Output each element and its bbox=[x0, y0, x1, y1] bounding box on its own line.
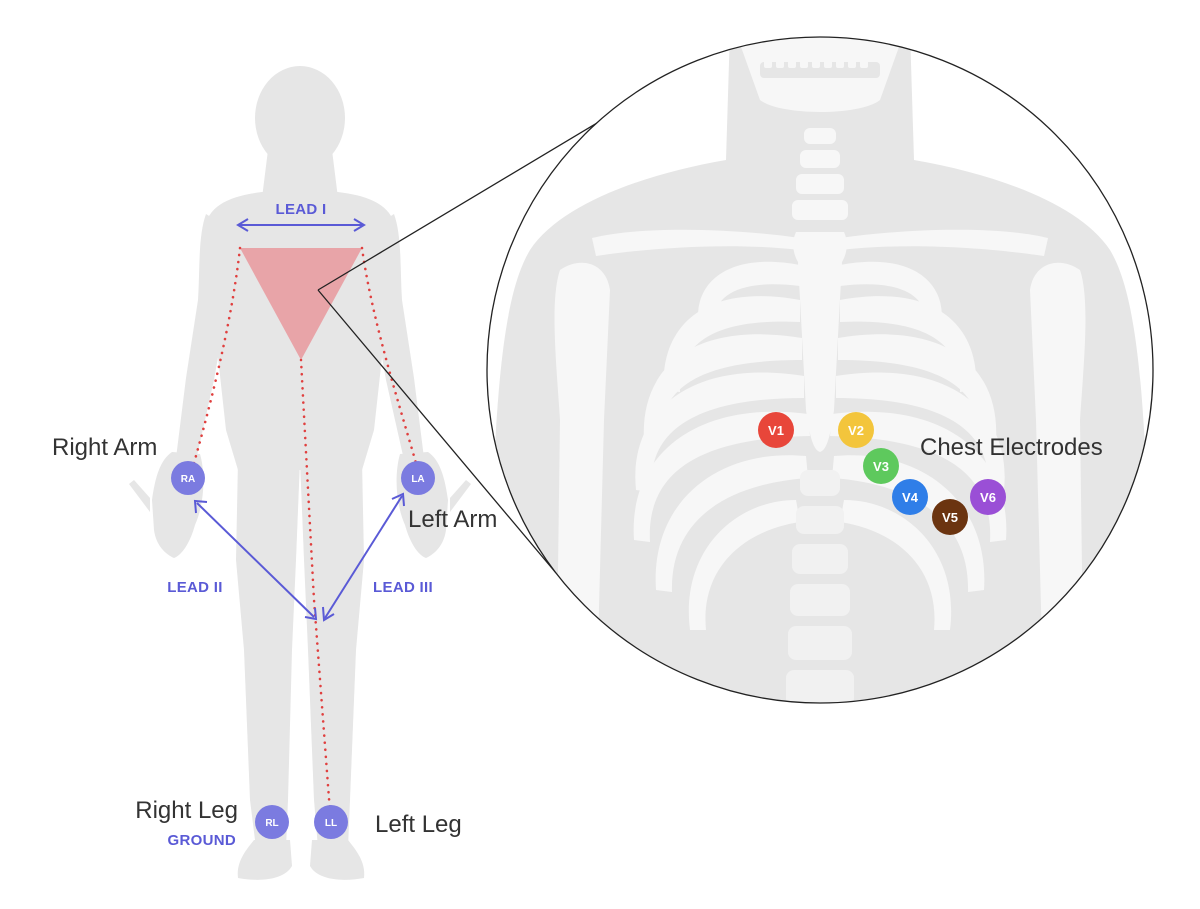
electrode-rl-dot bbox=[255, 805, 289, 839]
lead-2-arrow bbox=[196, 502, 315, 618]
neck-shape bbox=[262, 150, 338, 198]
electrode-ra-dot bbox=[171, 461, 205, 495]
dotted-line-left-leg bbox=[299, 358, 332, 814]
lead-2-label: LEAD II bbox=[167, 579, 222, 596]
lead-1-arrowhead-left bbox=[236, 218, 249, 232]
zoom-line-bottom bbox=[317, 289, 557, 574]
chest-electrodes: V1 V2 V3 V4 V5 V6 bbox=[758, 412, 1006, 535]
electrode-v6: V6 bbox=[970, 479, 1006, 515]
right-foot-shape bbox=[237, 840, 292, 880]
left-ribs bbox=[830, 261, 1007, 630]
ground-label: GROUND bbox=[168, 832, 236, 849]
right-clavicle bbox=[592, 229, 800, 256]
right-humerus bbox=[554, 262, 610, 703]
electrode-v4-label: V4 bbox=[902, 490, 919, 505]
magnifier-border bbox=[486, 36, 1154, 704]
electrode-v2: V2 bbox=[838, 412, 874, 448]
electrode-v3-label: V3 bbox=[873, 459, 889, 474]
electrode-v2-label: V2 bbox=[848, 423, 864, 438]
electrode-v6-dot bbox=[970, 479, 1006, 515]
left-leg-shape bbox=[300, 460, 364, 848]
right-leg-shape bbox=[236, 460, 300, 848]
electrode-v5: V5 bbox=[932, 499, 968, 535]
einthoven-triangle bbox=[240, 248, 362, 360]
magnified-chest-content bbox=[490, 37, 1150, 703]
lead-arrows bbox=[193, 218, 405, 622]
electrode-v6-label: V6 bbox=[980, 490, 996, 505]
electrode-ra: RA bbox=[171, 461, 205, 495]
electrode-ra-label: RA bbox=[181, 474, 195, 485]
electrode-ll-dot bbox=[314, 805, 348, 839]
lead-1-label: LEAD I bbox=[276, 201, 327, 218]
right-arm-label: Right Arm bbox=[52, 434, 157, 461]
dotted-line-right-arm bbox=[190, 246, 242, 472]
sternum bbox=[793, 232, 847, 452]
electrode-v3: V3 bbox=[863, 448, 899, 484]
lead-3-label: LEAD III bbox=[373, 579, 433, 596]
zoom-line-top bbox=[317, 113, 613, 291]
cervical-vertebrae bbox=[792, 128, 848, 220]
electrode-v3-dot bbox=[863, 448, 899, 484]
head-shape bbox=[255, 66, 345, 170]
lumbar-spine bbox=[786, 470, 854, 703]
electrode-v1-label: V1 bbox=[768, 423, 784, 438]
electrode-v5-label: V5 bbox=[942, 510, 958, 525]
chest-magnifier: V1 V2 V3 V4 V5 V6 Chest Elect bbox=[486, 36, 1154, 704]
electrode-rl: RL bbox=[255, 805, 289, 839]
dotted-line-left-arm bbox=[360, 246, 420, 472]
right-thumb-shape bbox=[129, 480, 150, 512]
electrode-v1: V1 bbox=[758, 412, 794, 448]
electrode-v2-dot bbox=[838, 412, 874, 448]
electrode-rl-label: RL bbox=[265, 818, 278, 829]
chest-electrodes-label: Chest Electrodes bbox=[920, 434, 1103, 461]
electrode-la-dot bbox=[401, 461, 435, 495]
lead-2-arrowhead-bottom bbox=[304, 607, 318, 621]
left-foot-shape bbox=[310, 840, 365, 880]
electrode-v4-dot bbox=[892, 479, 928, 515]
electrode-v5-dot bbox=[932, 499, 968, 535]
left-leg-label: Left Leg bbox=[375, 811, 462, 838]
lead-3-arrowhead-bottom bbox=[322, 606, 335, 622]
electrode-v4: V4 bbox=[892, 479, 928, 515]
left-thumb-shape bbox=[450, 480, 471, 512]
right-leg-label: Right Leg bbox=[135, 797, 238, 824]
left-arm-label: Left Arm bbox=[408, 506, 497, 533]
teeth bbox=[764, 56, 868, 68]
lead-2-arrowhead-top bbox=[193, 499, 208, 514]
right-arm-shape bbox=[176, 214, 234, 460]
left-humerus bbox=[1030, 262, 1086, 703]
lead-1-arrowhead-right bbox=[353, 218, 366, 232]
lead-3-arrow bbox=[324, 495, 403, 619]
electrode-ll: LL bbox=[314, 805, 348, 839]
lead-3-arrowhead-top bbox=[391, 492, 405, 507]
right-ribs bbox=[633, 261, 810, 630]
electrode-la: LA bbox=[401, 461, 435, 495]
electrode-v1-dot bbox=[758, 412, 794, 448]
electrode-la-label: LA bbox=[411, 474, 424, 485]
dotted-connection-lines bbox=[190, 246, 420, 814]
electrode-ll-label: LL bbox=[325, 818, 337, 829]
left-clavicle bbox=[840, 229, 1048, 256]
